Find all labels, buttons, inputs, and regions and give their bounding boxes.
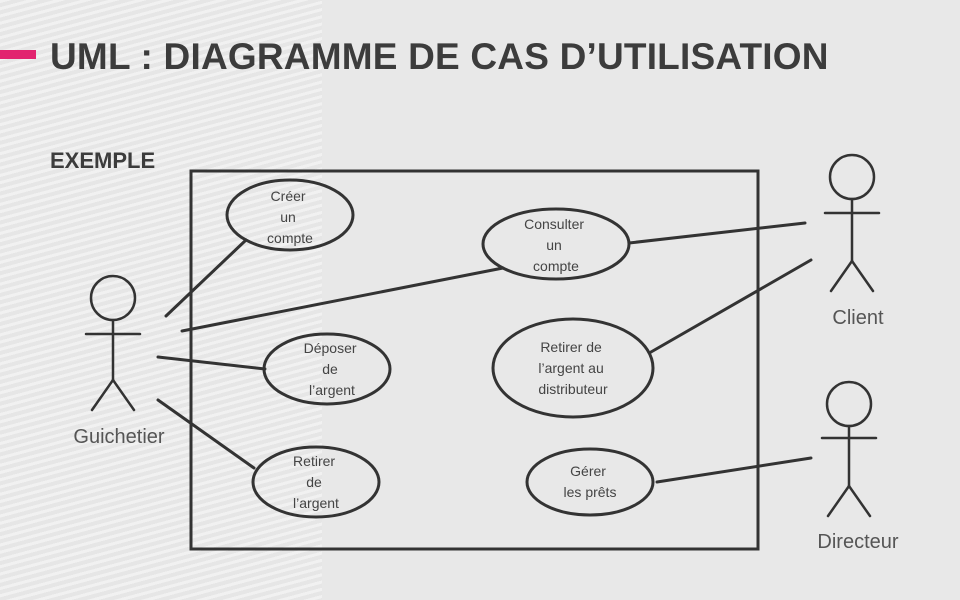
association-client-retirer-distributeur [649, 258, 813, 354]
striped-background-panel [0, 0, 322, 600]
svg-text:Créer un compte: Créer un compte [267, 188, 313, 246]
association-directeur-gerer-prets [655, 456, 813, 484]
svg-text:Déposer de l’argen: Déposer de l’argent [304, 340, 361, 398]
use-case: Retirer de l’argent au distributeur [491, 317, 655, 419]
stick-figure-icon [84, 274, 142, 412]
svg-text:Gérer les prêts: Gérer les prêts [564, 463, 617, 500]
actor: Guichetier [73, 274, 165, 448]
svg-text:Retirer de l’argen: Retirer de l’argent [293, 453, 339, 511]
accent-bar [0, 50, 36, 59]
association-guichetier-deposer-argent [156, 355, 267, 371]
slide-title: UML : DIAGRAMME DE CAS D’UTILISATION [50, 36, 829, 77]
association-client-consulter-compte [627, 221, 807, 245]
stick-figure-icon [820, 380, 878, 518]
association-guichetier-retirer-argent [156, 398, 256, 470]
actor-label: Guichetier [73, 426, 164, 448]
use-case: Déposer de l’argent [262, 332, 392, 406]
svg-text:Consulter un compt: Consulter un compte [524, 216, 588, 274]
use-case: Retirer de l’argent [251, 445, 381, 519]
associations [156, 221, 813, 484]
use-case: Créer un compte [225, 178, 355, 252]
actor: Directeur [817, 380, 899, 553]
use-case: Consulter un compte [481, 207, 631, 281]
svg-text:Retirer de l’argent au: Retirer de l’argent au distributeur [538, 339, 608, 397]
system-boundary [189, 169, 760, 551]
stick-figure-icon [823, 153, 881, 293]
actor-label: Client [832, 307, 884, 329]
association-guichetier-consulter-compte [180, 266, 505, 333]
use-case: Gérer les prêts [525, 447, 655, 517]
slide-subtitle: EXEMPLE [50, 148, 156, 173]
actor: Client [823, 153, 884, 329]
actor-label: Directeur [817, 531, 898, 553]
association-guichetier-creer-compte [164, 238, 248, 318]
